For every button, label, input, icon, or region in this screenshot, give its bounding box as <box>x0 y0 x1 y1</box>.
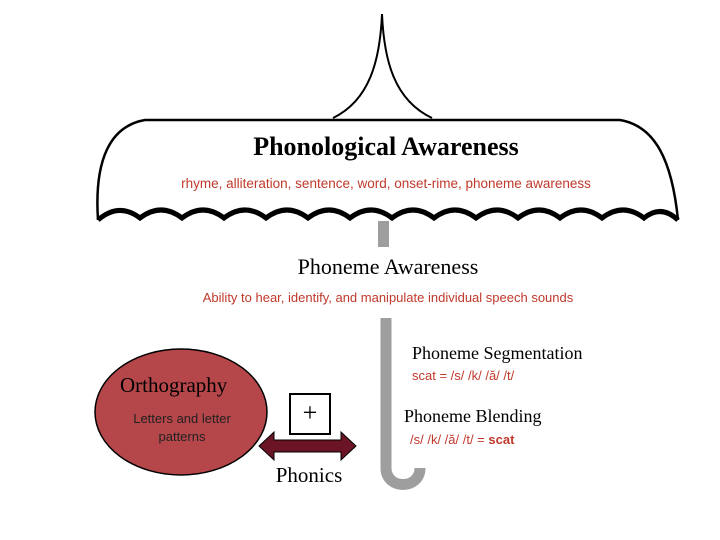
phonological-awareness-title: Phonological Awareness <box>253 132 519 161</box>
phonological-awareness-subtitle: rhyme, alliteration, sentence, word, ons… <box>181 176 591 191</box>
umbrella-handle-hook <box>380 318 426 490</box>
umbrella-canopy <box>96 118 680 221</box>
phoneme-segmentation-title: Phoneme Segmentation <box>412 343 583 363</box>
phoneme-awareness-title: Phoneme Awareness <box>297 254 479 279</box>
phonics-double-arrow <box>258 430 357 462</box>
orthography-subtitle: Letters and letter patterns <box>133 411 231 444</box>
umbrella-spike <box>332 13 433 119</box>
phoneme-segmentation-example: scat = /s/ /k/ /ă/ /t/ <box>412 368 515 383</box>
blending-example-word: scat <box>488 432 515 447</box>
plus-symbol: + <box>302 398 318 427</box>
blending-example-prefix: /s/ /k/ /ă/ /t/ = <box>410 432 489 447</box>
orthography-title: Orthography <box>120 373 228 397</box>
phoneme-awareness-subtitle: Ability to hear, identify, and manipulat… <box>202 290 574 305</box>
phoneme-blending-example: /s/ /k/ /ă/ /t/ = scat <box>410 432 514 447</box>
orthography-ellipse <box>94 348 268 476</box>
plus-box <box>289 393 331 435</box>
umbrella-handle-upper <box>378 221 389 247</box>
umbrella-scalloped-edge <box>96 207 680 222</box>
phonics-label: Phonics <box>275 463 343 487</box>
phoneme-blending-title: Phoneme Blending <box>404 406 542 426</box>
